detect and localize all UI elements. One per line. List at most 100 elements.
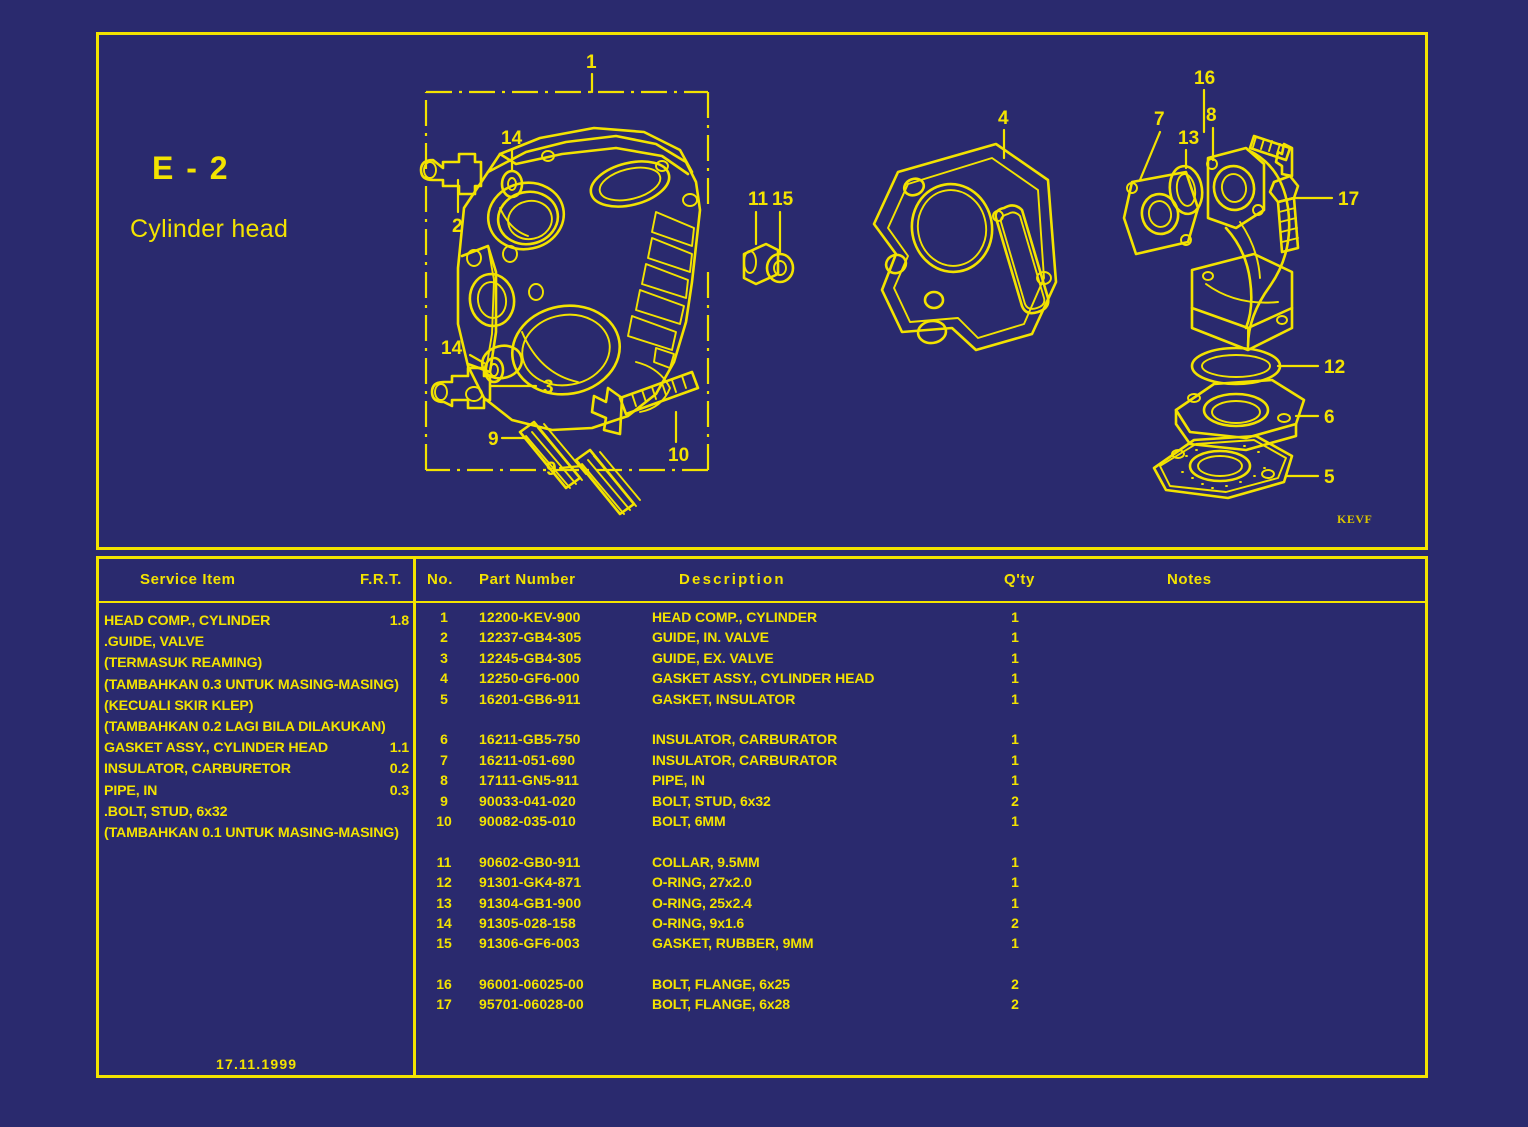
part-description: PIPE, IN (652, 772, 705, 789)
part-qty: 1 (1011, 812, 1019, 829)
part-number: 90033-041-020 (479, 792, 576, 809)
part-description: GUIDE, EX. VALVE (652, 649, 774, 666)
header-part-number: Part Number (479, 571, 576, 588)
part-no: 1 (440, 609, 448, 625)
part-no: 13 (436, 894, 452, 911)
table-row[interactable]: 3 12245-GB4-305 GUIDE, EX. VALVE 1 (413, 650, 1428, 670)
part-no: 2 (440, 629, 448, 646)
part-3-guide-ex-valve (430, 366, 492, 410)
page-code: E - 2 (152, 150, 230, 186)
header-notes: Notes (1167, 571, 1212, 588)
callout-15: 15 (772, 189, 794, 210)
part-9a-stud-bolt (518, 420, 587, 490)
part-no: 16 (436, 976, 452, 993)
part-qty: 1 (1011, 731, 1019, 748)
part-description: BOLT, STUD, 6x32 (652, 792, 771, 809)
part-no: 17 (436, 996, 452, 1013)
header-frt: F.R.T. (360, 571, 402, 588)
part-number: 95701-06028-00 (479, 996, 584, 1013)
cylinder-head-body (456, 126, 702, 432)
part-description: GASKET, INSULATOR (652, 690, 796, 707)
part-qty: 1 (1011, 609, 1019, 625)
header-qty: Q'ty (1004, 571, 1035, 588)
service-item-name: (TAMBAHKAN 0.2 LAGI BILA DILAKUKAN) (104, 718, 386, 735)
service-item-frt: 0.3 (389, 782, 409, 799)
part-no: 3 (440, 649, 448, 666)
part-number: 16211-GB5-750 (479, 731, 581, 748)
part-number: 17111-GN5-911 (479, 772, 580, 789)
part-number: 12237-GB4-305 (479, 629, 582, 646)
part-qty: 1 (1011, 772, 1019, 789)
callout-leaders (456, 72, 1334, 478)
part-description: HEAD COMP., CYLINDER (652, 609, 817, 625)
service-item-name: HEAD COMP., CYLINDER (104, 613, 271, 629)
part-4-gasket-cylinder-head (872, 142, 1058, 352)
part-number: 16211-051-690 (479, 751, 576, 768)
part-14b-o-ring (483, 356, 505, 384)
part-no: 11 (436, 853, 452, 870)
service-item-name: (TERMASUK REAMING) (104, 655, 263, 672)
watermark-label: KEVF (1337, 512, 1373, 526)
callout-1: 1 (586, 52, 597, 73)
service-item-row: (TERMASUK REAMING) (104, 655, 409, 676)
callout-4: 4 (998, 108, 1009, 129)
part-qty: 2 (1011, 914, 1019, 931)
part-17-bolt-flange (1268, 174, 1300, 254)
service-item-name: (TAMBAHKAN 0.1 UNTUK MASING-MASING) (104, 824, 399, 841)
part-number: 16201-GB6-911 (479, 690, 581, 707)
callout-7: 7 (1154, 109, 1165, 130)
table-header-rule (96, 601, 1428, 603)
part-2-guide-in-valve (419, 152, 483, 196)
part-qty: 2 (1011, 976, 1019, 993)
parts-table-panel (96, 556, 1428, 1078)
header-description: Description (679, 571, 786, 588)
table-row[interactable]: 6 16211-GB5-750 INSULATOR, CARBURATOR 1 (413, 731, 1428, 751)
callout-14b: 14 (441, 338, 463, 359)
part-qty: 1 (1011, 649, 1019, 666)
part-number: 96001-06025-00 (479, 976, 584, 993)
service-item-frt: 1.8 (389, 613, 409, 629)
part-no: 15 (436, 935, 452, 952)
header-no: No. (427, 571, 453, 588)
part-description: COLLAR, 9.5MM (652, 853, 760, 870)
callout-2: 2 (452, 216, 463, 237)
service-item-frt: 0.2 (389, 761, 409, 778)
callout-9b: 9 (546, 459, 557, 480)
part-7-insulator-carburetor (1122, 170, 1200, 256)
document-date: 17.11.1999 (216, 1056, 298, 1072)
callout-10: 10 (668, 445, 689, 466)
service-item-row: (TAMBAHKAN 0.2 LAGI BILA DILAKUKAN) (104, 719, 409, 740)
part-number: 12245-GB4-305 (479, 649, 582, 666)
group-box-part-1 (424, 90, 710, 472)
part-description: INSULATOR, CARBURATOR (652, 731, 838, 748)
part-description: GASKET, RUBBER, 9MM (652, 935, 814, 952)
part-9b-stud-bolt (574, 448, 641, 516)
callout-8: 8 (1206, 105, 1217, 126)
callout-5: 5 (1324, 467, 1335, 488)
service-item-frt: 1.1 (389, 740, 409, 757)
exploded-parts-drawing: 1 2 14 14 3 9 9 10 11 15 4 7 13 8 16 17 … (96, 32, 1428, 550)
part-number: 90602-GB0-911 (479, 853, 581, 870)
service-item-row: HEAD COMP., CYLINDER 1.8 (104, 613, 409, 634)
part-no: 6 (440, 731, 448, 748)
